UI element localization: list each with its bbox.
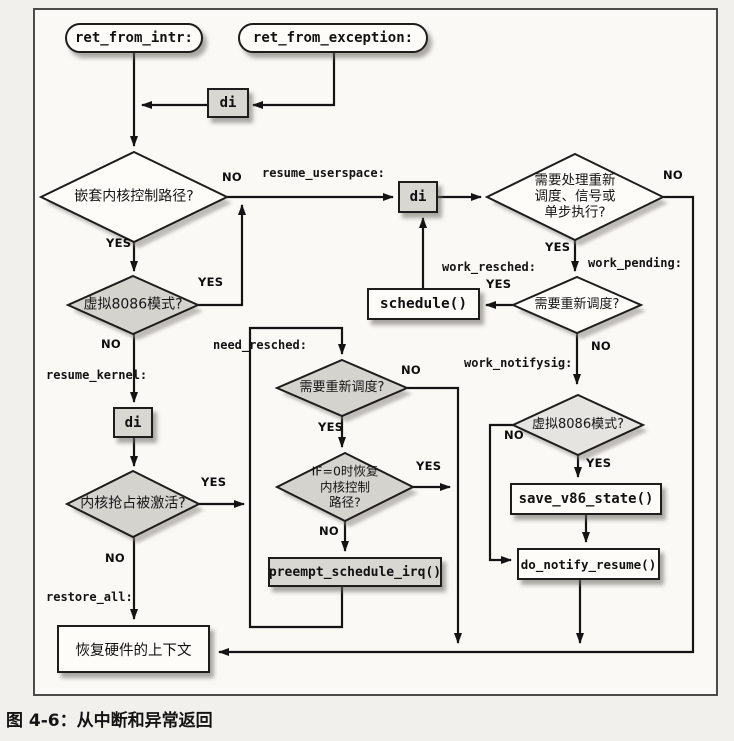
branch-yes-v86-right: YES xyxy=(586,456,612,470)
action-di-mid-label: di xyxy=(409,189,427,205)
connector-work-no-to-restore xyxy=(218,195,695,656)
connectors xyxy=(130,53,695,656)
branch-no-v86-left: NO xyxy=(101,337,122,351)
terminal-ret-from-intr: ret_from_intr: xyxy=(65,23,203,53)
branch-yes-v86-left: YES xyxy=(198,275,224,289)
branch-yes-nested: YES xyxy=(106,236,132,250)
terminal-ret-from-exception-label: ret_from_exception: xyxy=(252,30,414,46)
diamond-kernel-preempt xyxy=(64,469,202,539)
label-resume-kernel: resume_kernel: xyxy=(46,368,148,382)
diamond-need-resched-right xyxy=(510,275,644,335)
action-di-top-label: di xyxy=(219,95,237,111)
connector-needresched-loop xyxy=(248,326,346,629)
decision-v86-left-label: 虚拟8086模式? xyxy=(83,296,183,313)
action-di-mid: di xyxy=(398,181,438,213)
action-preempt-schedule-irq-label: preempt_schedule_irq() xyxy=(268,564,442,580)
label-work-resched: work_resched: xyxy=(442,260,536,274)
connector-exception-to-di xyxy=(252,53,336,109)
connector-center-no-down xyxy=(407,386,462,644)
diamond-v86-right xyxy=(510,393,646,457)
action-schedule: schedule() xyxy=(367,288,480,320)
action-restore-hw-context: 恢复硬件的上下文 xyxy=(57,625,210,673)
decision-if0-label: IF=0时恢复 内核控制 路径? xyxy=(311,463,379,510)
branch-yes-need-resched-loop: YES xyxy=(318,420,344,434)
connector-v86left-yes-up xyxy=(198,204,246,307)
branch-yes-preempt: YES xyxy=(201,475,227,489)
connector-v86right-no-to-notify xyxy=(488,423,513,564)
branch-no-nested: NO xyxy=(222,170,243,184)
action-save-v86-state-label: save_v86_state() xyxy=(518,491,654,507)
action-di-left-label: di xyxy=(124,414,142,431)
branch-no-if0: NO xyxy=(319,524,340,538)
branch-yes-need-resched-right: YES xyxy=(486,277,512,291)
branch-no-need-resched-right: NO xyxy=(591,339,612,353)
diamond-v86-left xyxy=(65,274,201,336)
diamond-if0 xyxy=(274,451,416,523)
diamonds xyxy=(38,150,666,539)
action-do-notify-resume-label: do_notify_resume() xyxy=(520,556,657,572)
branch-no-need-resched-loop: NO xyxy=(401,363,422,377)
decision-kernel-preempt-label: 内核抢占被激活? xyxy=(80,495,186,512)
diamond-work-to-do xyxy=(484,152,666,242)
terminal-ret-from-exception: ret_from_exception: xyxy=(238,23,428,53)
branch-yes-work: YES xyxy=(545,240,571,254)
action-restore-hw-context-label: 恢复硬件的上下文 xyxy=(75,642,192,659)
action-do-notify-resume: do_notify_resume() xyxy=(517,548,660,580)
diamond-nested-kernel-path xyxy=(38,150,230,244)
decision-need-resched-right-label: 需要重新调度? xyxy=(534,297,620,313)
label-work-pending: work_pending: xyxy=(588,256,682,270)
decision-v86-right-label: 虚拟8086模式? xyxy=(532,417,624,433)
decision-nested-kernel-path-label: 嵌套内核控制路径? xyxy=(74,188,194,205)
branch-no-preempt: NO xyxy=(105,551,126,565)
action-save-v86-state: save_v86_state() xyxy=(510,483,662,515)
branch-yes-if0: YES xyxy=(416,459,442,473)
decision-need-resched-loop-label: 需要重新调度? xyxy=(299,380,385,396)
action-schedule-label: schedule() xyxy=(379,296,468,312)
label-work-notifysig: work_notifysig: xyxy=(464,356,573,370)
label-resume-userspace: resume_userspace: xyxy=(262,166,385,180)
figure-caption: 图 4-6：从中断和异常返回 xyxy=(6,711,213,731)
action-di-top: di xyxy=(207,88,249,118)
branch-no-v86-right: NO xyxy=(504,428,525,442)
terminal-ret-from-intr-label: ret_from_intr: xyxy=(74,30,193,46)
diamond-need-resched-loop xyxy=(274,358,410,418)
action-preempt-schedule-irq: preempt_schedule_irq() xyxy=(268,557,442,587)
label-need-resched: need_resched: xyxy=(213,338,307,352)
decision-work-to-do-label: 需要处理重新 调度、信号或 单步执行? xyxy=(534,172,616,222)
branch-no-work: NO xyxy=(663,168,684,182)
action-di-left: di xyxy=(113,407,153,438)
label-restore-all: restore_all: xyxy=(46,590,133,604)
